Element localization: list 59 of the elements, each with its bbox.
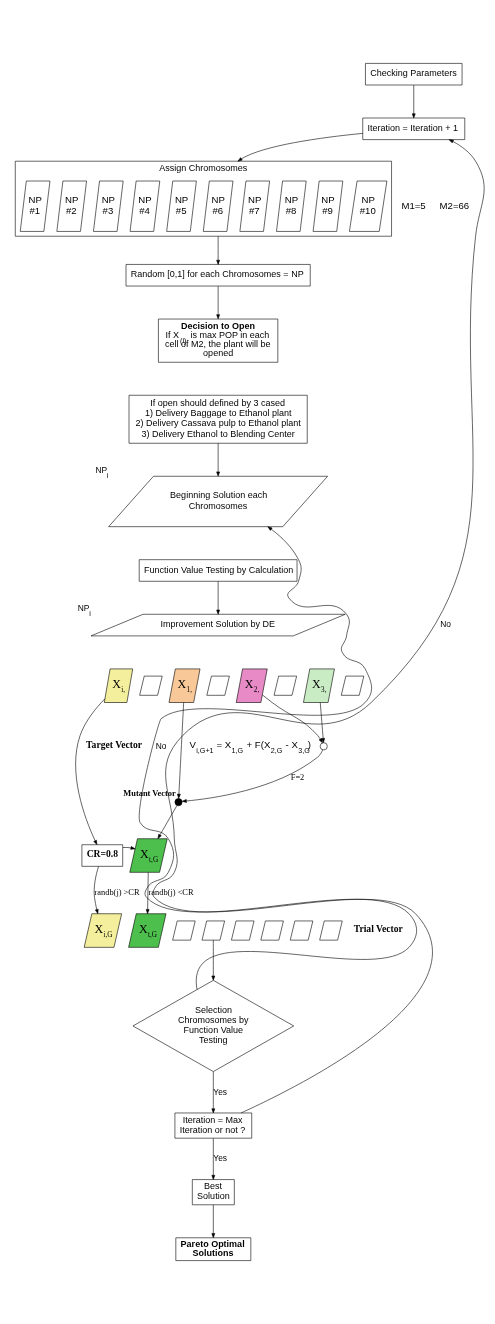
arrow bbox=[157, 805, 178, 839]
node-diamond: Selection Chromosomes by Function Value Testing bbox=[132, 980, 295, 1072]
edge-label: Yes bbox=[213, 1153, 228, 1164]
edge-label: F=2 bbox=[290, 773, 305, 783]
arrow bbox=[216, 443, 220, 477]
node-box: Function Value Testing by Calculation bbox=[138, 559, 298, 582]
label: M2=66 bbox=[439, 199, 470, 211]
node-box: Pareto Optimal Solutions bbox=[175, 1237, 252, 1261]
arrow bbox=[177, 702, 184, 799]
arrow bbox=[211, 939, 216, 981]
arrow bbox=[216, 581, 220, 615]
node-label: Mutant Vector bbox=[123, 788, 176, 798]
node-box: Decision to Open If X$_{(i)}$ is max POP in each cell of M2, the plant will be opened bbox=[158, 318, 279, 363]
edge-label: randb(j) >CR bbox=[94, 888, 140, 898]
arrow bbox=[145, 872, 150, 914]
label: M1=5 bbox=[401, 199, 426, 211]
edge-label: No bbox=[155, 740, 167, 751]
node-parallelogram bbox=[319, 920, 343, 941]
edge-label: No bbox=[440, 619, 451, 630]
node-parallelogram bbox=[201, 920, 225, 941]
label: Trial Vector bbox=[353, 923, 403, 935]
arrow bbox=[319, 702, 325, 743]
arrow bbox=[412, 84, 416, 119]
node-box: Random [0,1] for each Chromosomes = NP bbox=[125, 264, 311, 287]
node-box: CR=0.8 bbox=[81, 844, 123, 867]
node-box: Iteration = Iteration + 1 bbox=[362, 117, 466, 140]
arrow bbox=[216, 285, 220, 320]
arrow bbox=[237, 133, 364, 162]
node-box: Checking Parameters bbox=[365, 63, 463, 86]
arrow bbox=[152, 139, 485, 1114]
arrow bbox=[211, 1204, 216, 1238]
node-parallelogram bbox=[289, 920, 314, 941]
label: V$_{i,G+1}$ = X$_{1,G}$ + F(X$_{2,G}$ - X$_{3,G}$) bbox=[189, 738, 312, 755]
arrow bbox=[138, 526, 417, 990]
edge-label: randb(j) <CR bbox=[148, 888, 194, 898]
node-label: NP$_{i}$ bbox=[77, 603, 91, 618]
node-circle bbox=[319, 742, 328, 751]
arrow bbox=[181, 749, 323, 803]
node-box: If open should defined by 3 cased 1) Delivery Baggage to Ethanol plant 2) Delivery Cassava pulp to Ethanol plant 3) Delivery Ethanol to Blending Center bbox=[128, 394, 308, 444]
node-circle bbox=[174, 798, 183, 806]
node-parallelogram bbox=[206, 675, 230, 696]
arrow bbox=[262, 694, 323, 744]
arrow bbox=[216, 235, 220, 265]
arrow bbox=[211, 1071, 216, 1114]
node-parallelogram bbox=[260, 920, 284, 941]
node-parallelogram bbox=[273, 675, 297, 696]
edge-label: Yes bbox=[213, 1086, 228, 1097]
node-parallelogram bbox=[231, 920, 255, 941]
node-parallelogram bbox=[340, 675, 365, 696]
node-parallelogram bbox=[139, 675, 163, 696]
arrow bbox=[122, 846, 136, 850]
node-label: NP$_{i}$ bbox=[95, 465, 109, 480]
label: Target Vector bbox=[86, 738, 142, 750]
node-parallelogram bbox=[172, 920, 196, 941]
arrow bbox=[211, 1138, 216, 1180]
arrow bbox=[75, 698, 106, 845]
arrow bbox=[93, 866, 99, 914]
node-box: Iteration = Max Iteration or not ? bbox=[174, 1112, 253, 1139]
node-box: Best Solution bbox=[192, 1179, 235, 1206]
